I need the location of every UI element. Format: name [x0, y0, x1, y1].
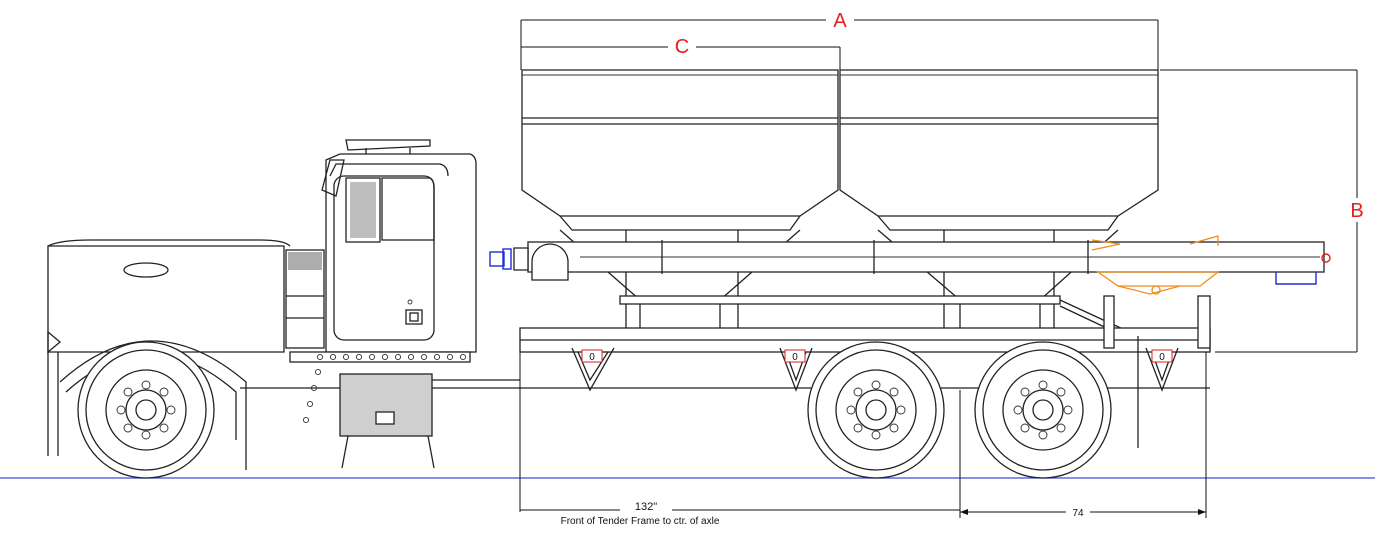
dimension-a: A: [520, 6, 1159, 70]
mud-flap-brackets: 0 0 0: [571, 347, 1179, 392]
hopper-rear: [839, 69, 1159, 231]
marker-3: 0: [1159, 352, 1165, 363]
dimension-rear: 74: [960, 352, 1207, 519]
drive-wheel-1: [807, 341, 945, 479]
marker-1: 0: [589, 352, 595, 363]
step-box: [339, 373, 435, 469]
auger-fittings: [489, 248, 1331, 285]
wheelbase-caption: Front of Tender Frame to ctr. of axle: [561, 516, 720, 527]
truck-hood: [47, 239, 325, 456]
dimension-wheelbase: 132" Front of Tender Frame to ctr. of ax…: [519, 352, 961, 527]
label-b: B: [1350, 200, 1363, 222]
dimension-b: B: [1160, 69, 1370, 353]
label-a: A: [833, 10, 847, 32]
marker-2: 0: [792, 352, 798, 363]
drive-wheel-2: [974, 341, 1112, 479]
truck-cab: [321, 139, 477, 353]
hopper-front: [521, 69, 839, 231]
swing-auger-orange: [1091, 235, 1220, 295]
front-wheel: [77, 341, 215, 479]
front-fender: [59, 340, 247, 470]
label-c: C: [675, 36, 689, 58]
cab-lower: [289, 351, 471, 424]
dimension-c: C: [521, 34, 841, 70]
auger: [513, 240, 1325, 281]
wheelbase-value: 132": [635, 501, 657, 513]
rear-dimension-value: 74: [1072, 508, 1084, 519]
